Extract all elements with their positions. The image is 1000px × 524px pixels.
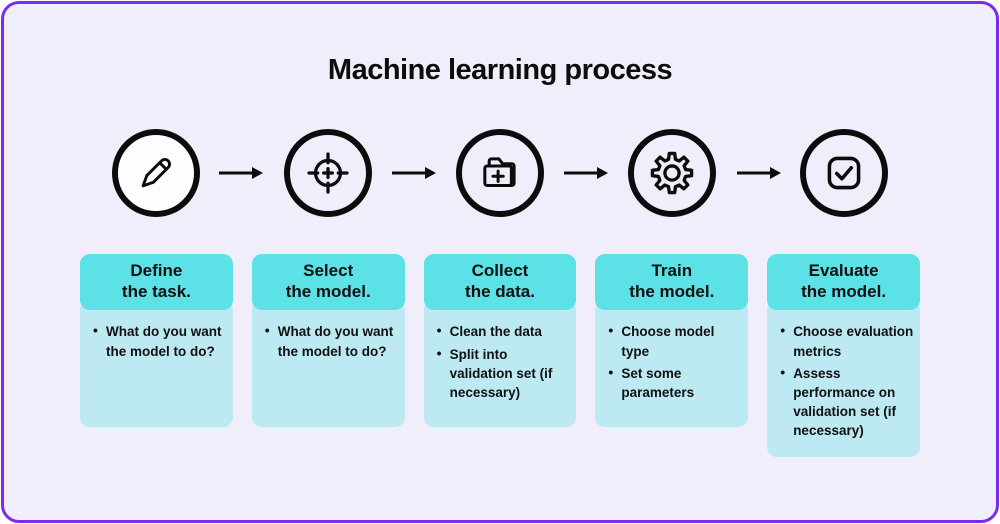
bullet-list: What do you want the model to do? <box>265 321 399 360</box>
bullet-item: Set some parameters <box>608 363 742 402</box>
gear-icon <box>627 129 716 217</box>
card-heading: Train the model. <box>595 254 749 311</box>
process-icons-row <box>4 129 996 217</box>
card-heading: Collect the data. <box>423 254 577 311</box>
heading-line-2: the model. <box>629 281 715 301</box>
heading-line-1: Define <box>130 261 183 280</box>
step-card-train-model: Train the model. Choose model typeSet so… <box>595 254 749 427</box>
card-heading: Define the task. <box>80 254 233 311</box>
bullet-list: Choose model typeSet some parameters <box>608 321 742 402</box>
card-body: What do you want the model to do? <box>80 300 233 427</box>
bullet-item: What do you want the model to do? <box>265 321 399 360</box>
bullet-list: Choose evaluation metricsAssess performa… <box>780 321 914 441</box>
card-heading: Select the model. <box>251 254 405 311</box>
card-body: Choose evaluation metricsAssess performa… <box>767 300 920 458</box>
folder-plus-icon <box>455 129 544 217</box>
heading-line-2: the task. <box>121 281 191 301</box>
card-body: Choose model typeSet some parameters <box>595 300 749 427</box>
step-card-select-model: Select the model. What do you want the m… <box>251 254 405 427</box>
process-cards-row: Define the task. What do you want the mo… <box>4 254 996 458</box>
bullet-item: Choose evaluation metrics <box>780 321 914 360</box>
step-card-collect-data: Collect the data. Clean the dataSplit in… <box>423 254 577 427</box>
right-arrow-icon <box>564 167 609 179</box>
bullet-item: Assess performance on validation set (if… <box>780 363 914 441</box>
card-body: Clean the dataSplit into validation set … <box>423 300 577 427</box>
checkbox-check-icon <box>799 129 888 217</box>
bullet-item: Choose model type <box>608 321 742 360</box>
heading-line-1: Evaluate <box>808 261 879 280</box>
heading-line-1: Train <box>651 261 693 280</box>
heading-line-2: the model. <box>801 281 887 301</box>
heading-line-1: Select <box>303 261 354 280</box>
bullet-list: What do you want the model to do? <box>93 321 227 360</box>
right-arrow-icon <box>391 167 436 179</box>
step-card-evaluate-model: Evaluate the model. Choose evaluation me… <box>767 254 920 458</box>
heading-line-2: the model. <box>285 281 371 301</box>
right-arrow-icon <box>219 167 264 179</box>
bullet-item: Split into validation set (if necessary) <box>437 344 571 402</box>
page-title: Machine learning process <box>327 54 673 86</box>
bullet-item: What do you want the model to do? <box>93 321 227 360</box>
right-arrow-icon <box>736 167 781 179</box>
bullet-item: Clean the data <box>437 321 571 341</box>
bullet-list: Clean the dataSplit into validation set … <box>437 321 571 402</box>
card-heading: Evaluate the model. <box>767 254 920 311</box>
step-card-define-task: Define the task. What do you want the mo… <box>80 254 233 427</box>
heading-line-1: Collect <box>471 261 529 280</box>
card-body: What do you want the model to do? <box>251 300 405 427</box>
heading-line-2: the data. <box>465 281 535 301</box>
target-icon <box>284 129 373 217</box>
pencil-icon <box>112 129 201 217</box>
